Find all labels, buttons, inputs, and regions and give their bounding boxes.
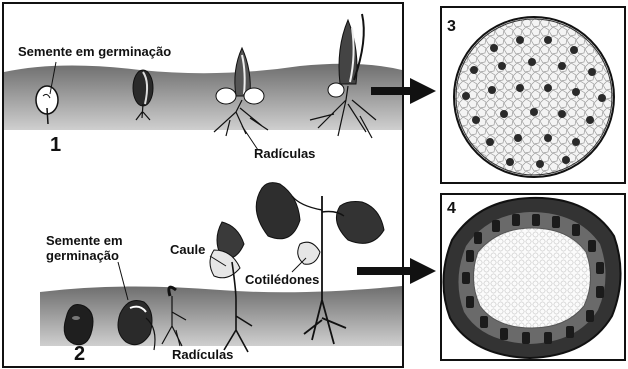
figure-number-3: 3 [447,18,456,36]
roots-label-1: Radículas [254,146,315,161]
cotyledon-pointer-line [292,258,306,272]
stem-label: Caule [170,242,205,257]
seed-label-2-line2: germinação [46,248,119,263]
cotyledons-label: Cotilédones [245,272,319,287]
dicot-stem-cross-section [443,198,620,358]
arrow-to-section-4 [357,258,436,284]
figure-number-1: 1 [50,134,61,157]
seed-label-2-line1: Semente em [46,233,123,248]
monocot-stem-cross-section [454,17,614,177]
figure-number-4: 4 [447,200,456,218]
figure-number-2: 2 [74,343,85,366]
seed-label-1: Semente em germinação [18,44,171,59]
roots-label-2: Radículas [172,347,233,362]
bean-seed [64,305,93,345]
soil-layer-2 [40,286,402,346]
